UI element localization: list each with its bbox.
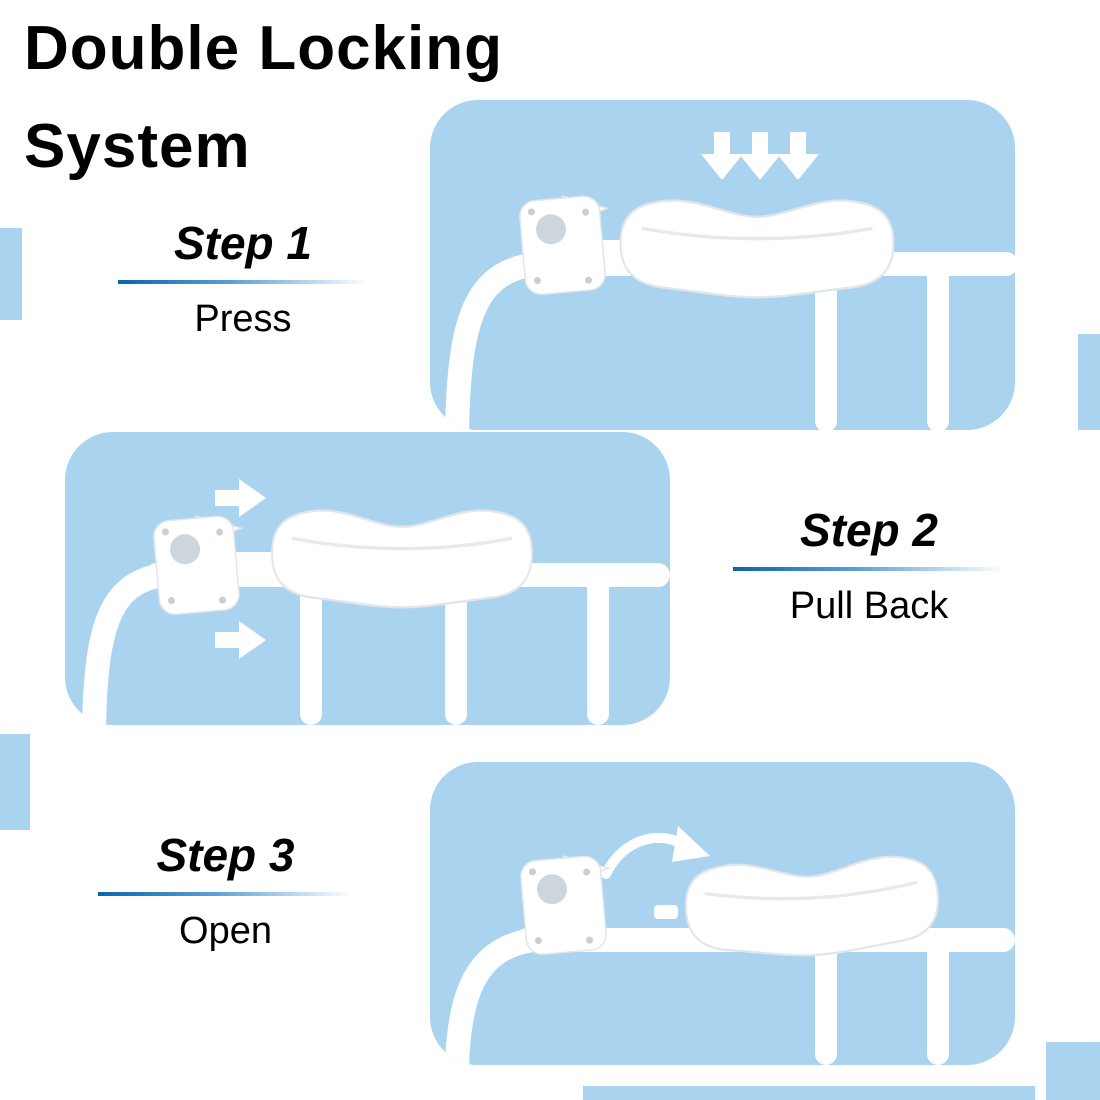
- gate-handle: [270, 509, 534, 609]
- step-1-action: Press: [194, 298, 292, 340]
- lock-housing: [153, 515, 244, 616]
- step-1-title: Step 1: [173, 217, 313, 269]
- title-line-2: System: [24, 112, 251, 181]
- lock-pin: [654, 905, 678, 919]
- step-3-action: Open: [179, 910, 272, 952]
- title-line-1: Double Locking: [24, 14, 503, 83]
- step-2-action: Pull Back: [789, 585, 949, 627]
- decor-square-left-bottom: [0, 734, 30, 830]
- decor-square-bottom-right: [1046, 1042, 1100, 1100]
- step-1-gate-illustration: [445, 132, 1015, 430]
- pull-back-arrows-icon: [215, 479, 266, 659]
- step-2-underline: [733, 567, 1005, 571]
- step-2-gate-illustration: [82, 479, 670, 725]
- gate-handle: [684, 855, 939, 957]
- page-title: Double Locking System: [24, 0, 503, 196]
- step-2-label-block: Step 2 Pull Back: [733, 503, 1005, 628]
- gate-handle: [619, 199, 895, 299]
- step-3-title: Step 3: [156, 829, 295, 881]
- step-2-illustration-panel: [65, 432, 670, 725]
- decor-strip-bottom: [583, 1086, 1035, 1100]
- decor-square-right: [1078, 334, 1100, 430]
- step-2-title: Step 2: [799, 504, 939, 556]
- step-3-gate-illustration: [445, 826, 1015, 1065]
- decor-square-left-top: [0, 228, 22, 320]
- step-3-underline: [98, 892, 353, 896]
- lock-pin: [228, 552, 278, 567]
- step-1-illustration-panel: [430, 100, 1015, 430]
- step-1-label-block: Step 1 Press: [118, 216, 368, 341]
- step-3-illustration-panel: [430, 762, 1015, 1065]
- press-down-arrows-icon: [701, 132, 819, 180]
- open-swing-arrow-icon: [601, 826, 710, 879]
- step-3-label-block: Step 3 Open: [98, 828, 353, 953]
- step-1-underline: [118, 280, 368, 284]
- lock-housing: [520, 855, 611, 956]
- lock-housing: [519, 195, 610, 296]
